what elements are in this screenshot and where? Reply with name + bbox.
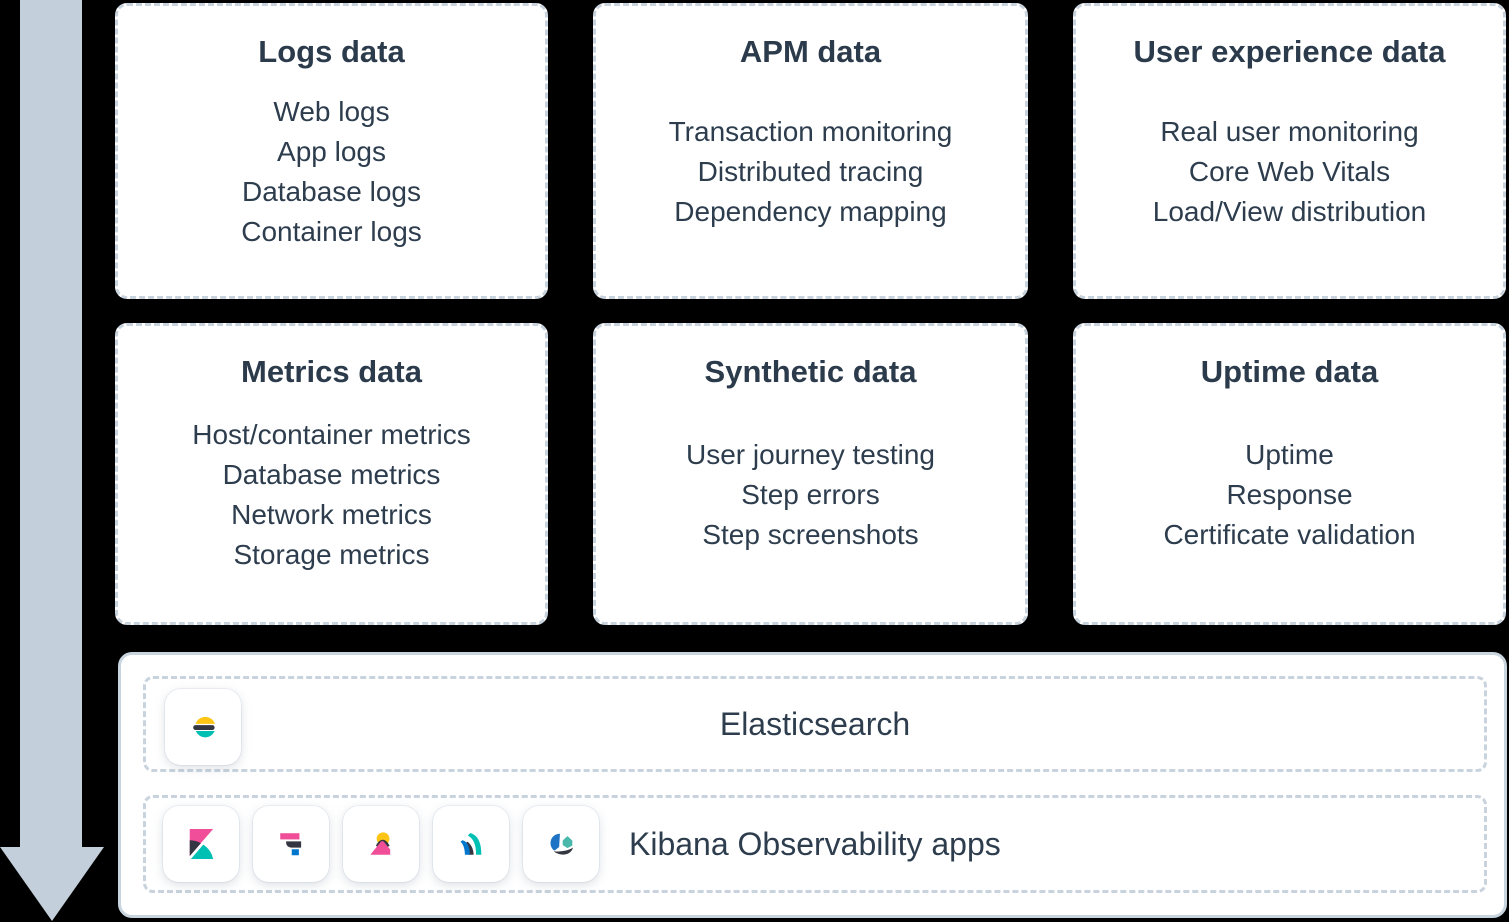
list-item: Uptime <box>1245 439 1334 470</box>
list-item: Certificate validation <box>1163 519 1416 550</box>
uptime-app-icon <box>550 833 573 855</box>
card-user-experience-data: User experience data Real user monitorin… <box>1073 3 1506 299</box>
card-uptime-data: Uptime data Uptime Response Certificate … <box>1073 323 1506 625</box>
list-item: Database metrics <box>222 459 441 490</box>
card-title: Metrics data <box>241 354 422 389</box>
metrics-app-icon <box>370 832 391 855</box>
list-item: Step errors <box>741 479 880 510</box>
elasticsearch-row: Elasticsearch <box>143 676 1487 772</box>
card-items: Real user monitoring Core Web Vitals Loa… <box>1084 84 1495 260</box>
card-logs-data: Logs data Web logs App logs Database log… <box>115 3 548 299</box>
list-item: Host/container metrics <box>192 419 471 450</box>
elastic-platform-card: Elasticsearch <box>118 652 1507 918</box>
list-item: Web logs <box>273 96 390 127</box>
card-items: Transaction monitoring Distributed traci… <box>604 84 1017 260</box>
apm-app-tile <box>433 806 509 882</box>
list-item: Step screenshots <box>702 519 919 550</box>
card-title: Logs data <box>258 34 405 69</box>
kibana-logo-tile <box>163 806 239 882</box>
list-item: App logs <box>277 136 386 167</box>
list-item: Distributed tracing <box>697 156 924 187</box>
card-title: User experience data <box>1133 34 1446 69</box>
elasticsearch-logo-icon <box>193 716 215 738</box>
logs-app-icon <box>280 833 302 856</box>
card-title: Synthetic data <box>704 354 917 389</box>
list-item: Response <box>1226 479 1353 510</box>
flow-arrow-head <box>0 847 104 921</box>
kibana-apps-label: Kibana Observability apps <box>629 825 1001 862</box>
list-item: Load/View distribution <box>1152 196 1427 227</box>
data-cards-grid: Logs data Web logs App logs Database log… <box>115 3 1506 625</box>
list-item: User journey testing <box>685 439 935 470</box>
logs-app-tile <box>253 806 329 882</box>
kibana-row: Kibana Observability apps <box>143 795 1487 893</box>
elasticsearch-label: Elasticsearch <box>719 705 911 742</box>
list-item: Storage metrics <box>233 539 430 570</box>
uptime-app-tile <box>523 806 599 882</box>
list-item: Transaction monitoring <box>668 116 953 147</box>
card-items: Uptime Response Certificate validation <box>1084 404 1495 586</box>
list-item: Database logs <box>241 176 421 207</box>
card-items: Host/container metrics Database metrics … <box>126 404 537 586</box>
card-items: User journey testing Step errors Step sc… <box>604 404 1017 586</box>
card-title: Uptime data <box>1200 354 1379 389</box>
list-item: Real user monitoring <box>1160 116 1419 147</box>
list-item: Network metrics <box>231 499 432 530</box>
card-synthetic-data: Synthetic data User journey testing Step… <box>593 323 1028 625</box>
apm-app-icon <box>460 832 482 855</box>
kibana-logo-icon <box>189 829 214 859</box>
card-title: APM data <box>739 34 882 69</box>
card-apm-data: APM data Transaction monitoring Distribu… <box>593 3 1028 299</box>
flow-arrow-shaft <box>20 0 82 849</box>
list-item: Container logs <box>241 216 422 247</box>
list-item: Dependency mapping <box>674 196 947 227</box>
metrics-app-tile <box>343 806 419 882</box>
card-metrics-data: Metrics data Host/container metrics Data… <box>115 323 548 625</box>
elasticsearch-logo-tile <box>165 689 241 765</box>
list-item: Core Web Vitals <box>1188 156 1391 187</box>
card-items: Web logs App logs Database logs Containe… <box>126 84 537 260</box>
